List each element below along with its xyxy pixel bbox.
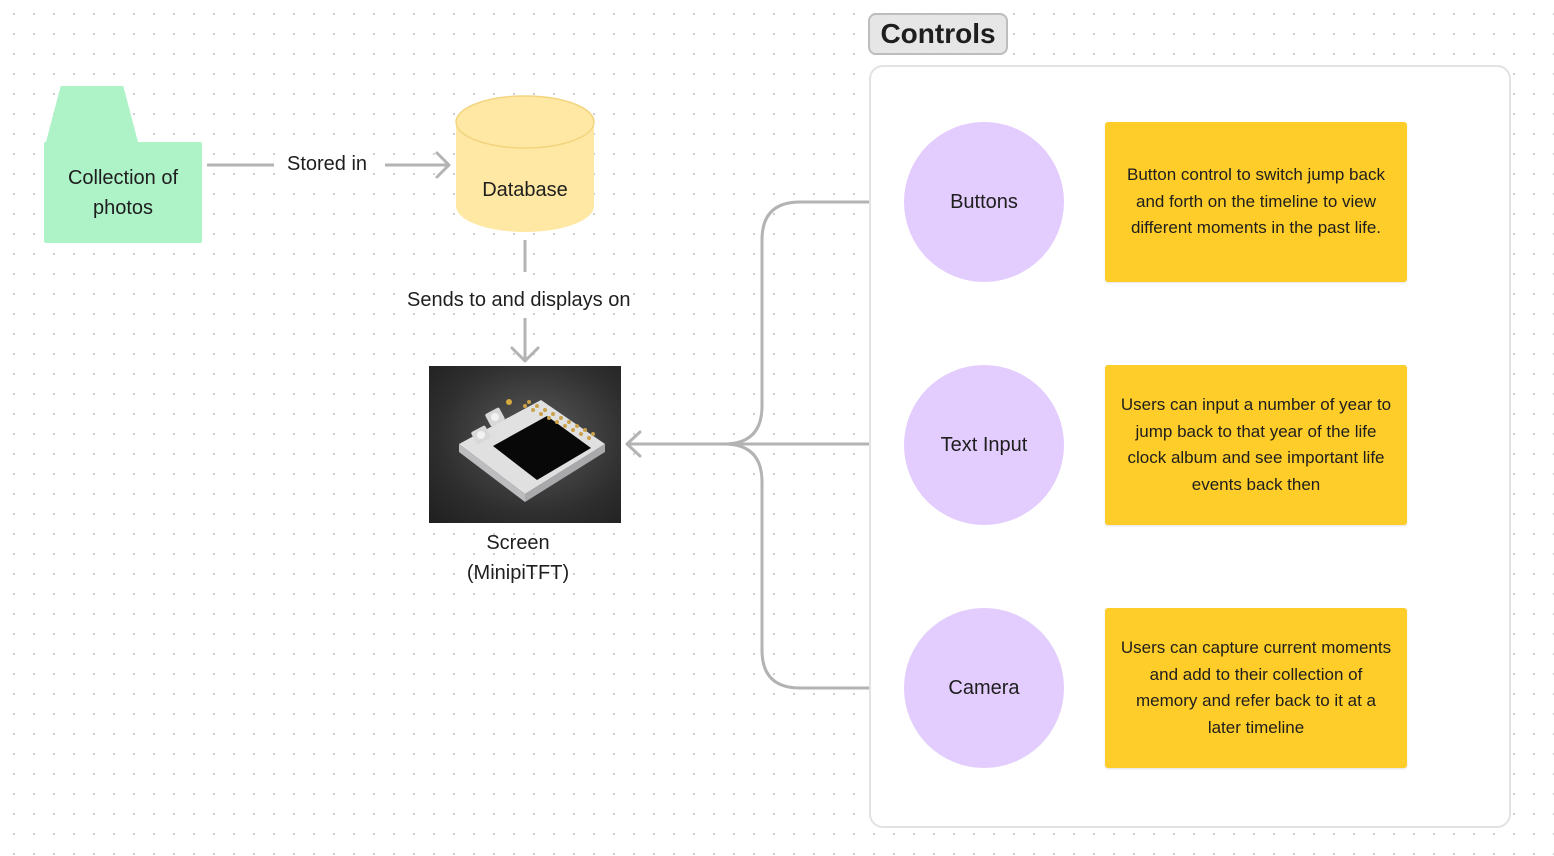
control-circle-text-input[interactable]: Text Input — [904, 365, 1064, 525]
note-text-camera: Users can capture current moments and ad… — [1120, 638, 1392, 737]
controls-title[interactable]: Controls — [868, 13, 1008, 55]
folder-tab — [46, 86, 138, 142]
sticky-note-camera[interactable]: Users can capture current moments and ad… — [1105, 608, 1407, 768]
screen-caption: Screen (MinipiTFT) — [428, 528, 608, 588]
control-circle-camera[interactable]: Camera — [904, 608, 1064, 768]
connector-buttons-to-screen — [723, 200, 900, 446]
database-label[interactable]: Database — [482, 179, 568, 201]
minipitft-image — [429, 366, 621, 523]
label-sends-to: Sends to and displays on — [407, 289, 631, 312]
control-label-text-input: Text Input — [940, 433, 1028, 456]
screen-caption-line1: Screen — [486, 532, 550, 554]
sticky-note-text-input[interactable]: Users can input a number of year to jump… — [1105, 365, 1407, 525]
connector-camera-to-screen — [723, 442, 900, 690]
screen-caption-line2: (MinipiTFT) — [466, 562, 570, 584]
label-stored-in: Stored in — [287, 153, 368, 176]
control-label-camera: Camera — [948, 676, 1020, 699]
sticky-note-buttons[interactable]: Button control to switch jump back and f… — [1105, 122, 1407, 282]
note-text-buttons: Button control to switch jump back and f… — [1127, 165, 1385, 238]
control-label-buttons: Buttons — [950, 190, 1018, 213]
control-circle-buttons[interactable]: Buttons — [904, 122, 1064, 282]
note-text-text-input: Users can input a number of year to jump… — [1120, 395, 1392, 494]
arrowhead-database — [435, 151, 451, 179]
folder-label: Collection of photos — [67, 166, 179, 219]
arrowhead-screen — [510, 346, 540, 363]
arrowhead-screen-left — [625, 430, 642, 458]
database-cylinder — [455, 95, 595, 232]
folder-collection-of-photos[interactable]: Collection of photos — [44, 142, 202, 243]
